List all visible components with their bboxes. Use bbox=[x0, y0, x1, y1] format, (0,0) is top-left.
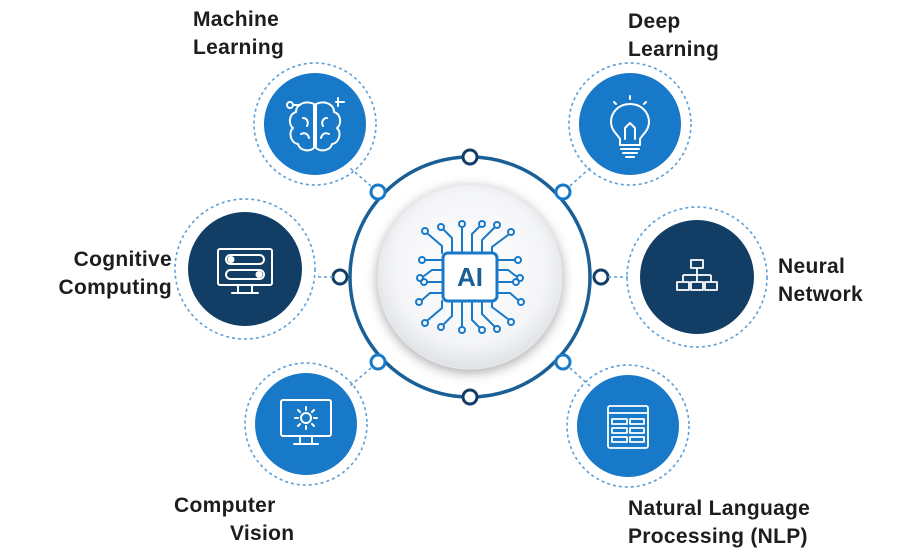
ring-dot-right bbox=[592, 268, 610, 286]
label-line-2: Processing (NLP) bbox=[628, 525, 808, 548]
label-deep-learning: Deep Learning bbox=[628, 8, 719, 64]
label-line-1: Deep bbox=[628, 10, 681, 33]
node-dashed-ring bbox=[244, 362, 368, 486]
label-line-2: Computing bbox=[58, 276, 172, 299]
node-disc bbox=[577, 375, 679, 477]
ring-dot-top bbox=[461, 148, 479, 166]
monitor-toggle-icon bbox=[217, 248, 273, 294]
ring-dot-lower-right bbox=[554, 353, 572, 371]
ring-dot-upper-left bbox=[369, 183, 387, 201]
label-neural-network: Neural Network bbox=[778, 253, 863, 309]
label-nlp: Natural Language Processing (NLP) bbox=[628, 495, 810, 551]
node-cognitive-computing[interactable] bbox=[174, 198, 316, 340]
node-dashed-ring bbox=[566, 364, 690, 488]
connector-lines bbox=[315, 167, 628, 387]
node-deep-learning[interactable] bbox=[568, 62, 692, 186]
label-cognitive-computing: Cognitive Computing bbox=[20, 246, 172, 302]
label-line-1: Natural Language bbox=[628, 497, 811, 520]
chip-body bbox=[441, 251, 499, 303]
network-tree-icon bbox=[676, 259, 718, 291]
label-machine-learning: Machine Learning bbox=[193, 6, 284, 62]
label-line-1: Neural bbox=[778, 255, 846, 278]
label-line-2: Learning bbox=[193, 36, 285, 59]
ring-dot-bottom bbox=[461, 388, 479, 406]
ring-dot-left bbox=[331, 268, 349, 286]
chip-pins bbox=[415, 220, 525, 334]
label-line-2: Network bbox=[778, 283, 863, 306]
node-neural-network[interactable] bbox=[626, 206, 768, 348]
node-nlp[interactable] bbox=[566, 364, 690, 488]
brain-icon bbox=[286, 97, 345, 152]
node-dashed-ring bbox=[253, 62, 377, 186]
label-computer-vision: Computer Vision bbox=[168, 492, 318, 548]
node-dashed-ring bbox=[174, 198, 316, 340]
node-dashed-ring bbox=[626, 206, 768, 348]
ring-dot-upper-right bbox=[554, 183, 572, 201]
monitor-gear-icon bbox=[280, 399, 332, 445]
label-line-2: Vision bbox=[230, 522, 295, 545]
node-dashed-ring bbox=[568, 62, 692, 186]
ring-dot-lower-left bbox=[369, 353, 387, 371]
label-line-2: Learning bbox=[628, 38, 720, 61]
lightbulb-icon bbox=[610, 95, 650, 158]
node-computer-vision[interactable] bbox=[244, 362, 368, 486]
document-grid-icon bbox=[607, 405, 649, 449]
ai-chip-label: AI bbox=[457, 262, 483, 292]
node-machine-learning[interactable] bbox=[253, 62, 377, 186]
label-line-1: Computer bbox=[174, 494, 276, 517]
ai-chip-icon bbox=[415, 220, 525, 334]
label-line-1: Machine bbox=[193, 8, 280, 31]
label-line-1: Cognitive bbox=[73, 248, 172, 271]
